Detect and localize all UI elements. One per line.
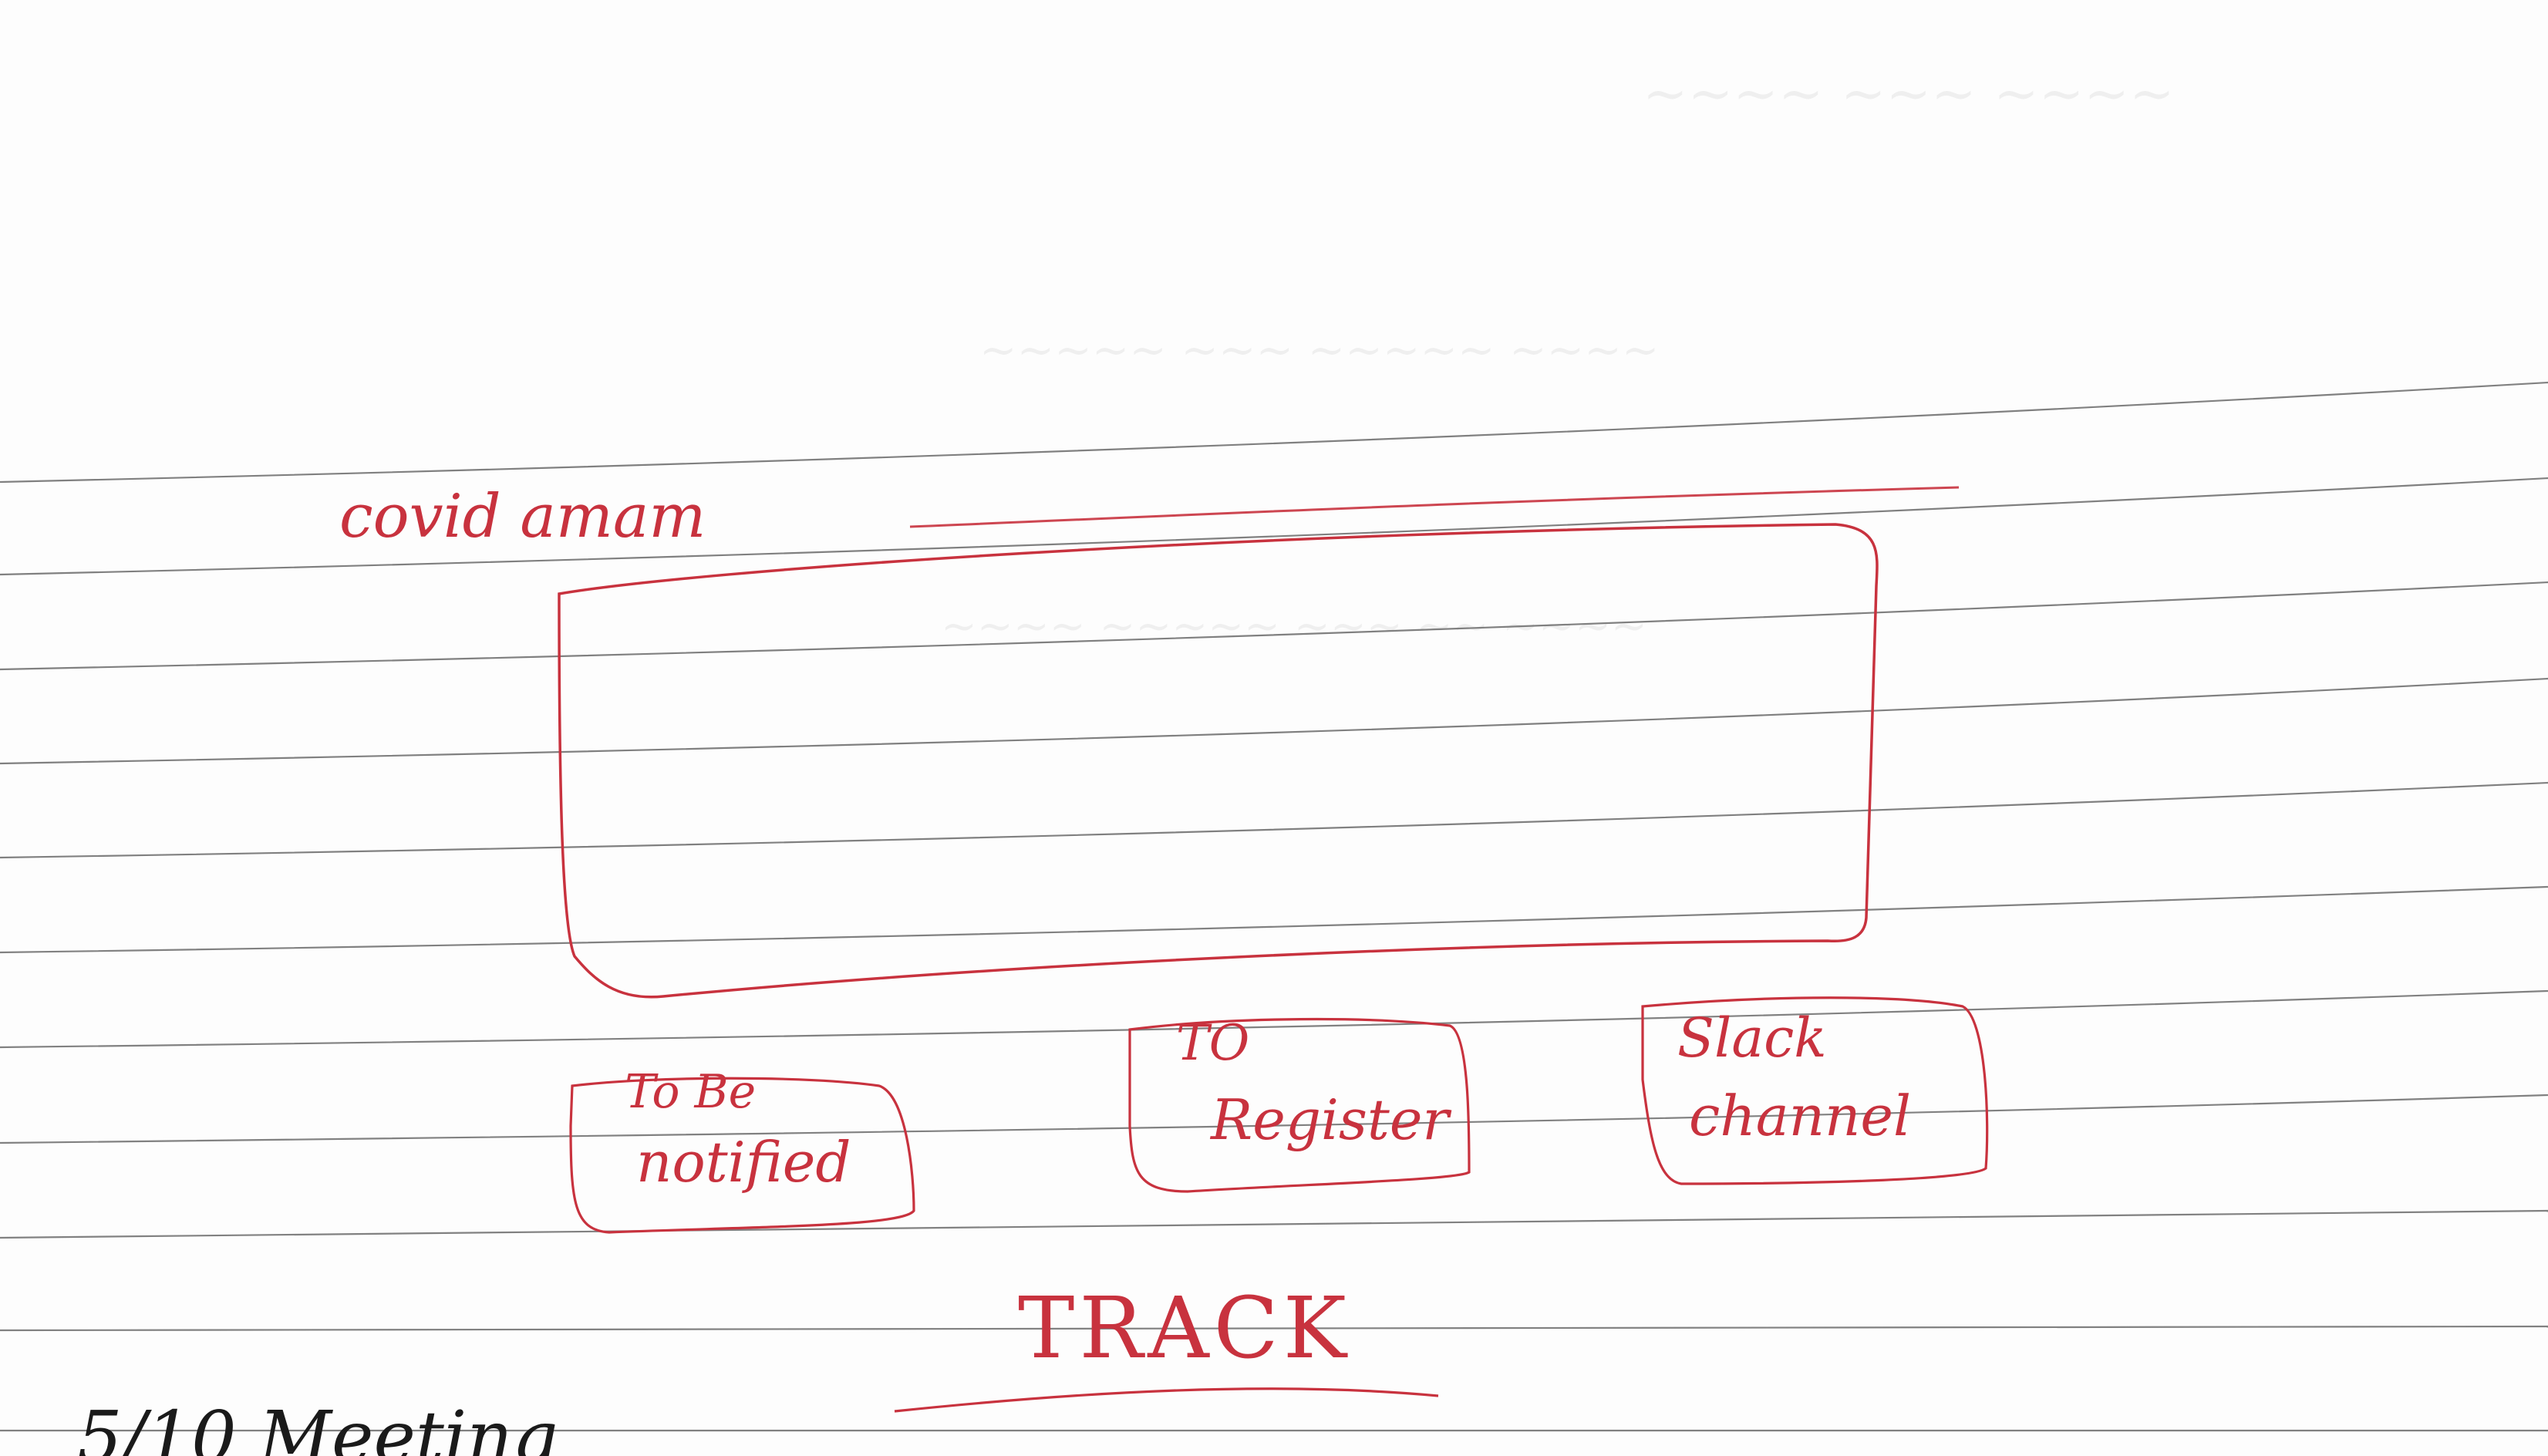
card-register-line2: Register bbox=[1211, 1087, 1449, 1152]
card-notified-line1: To Be bbox=[625, 1065, 757, 1119]
card-notified-line2: notified bbox=[636, 1130, 851, 1195]
card-outline-slack bbox=[1641, 996, 1989, 1185]
card-slack-line1: Slack bbox=[1677, 1006, 1827, 1070]
card-outline-notified bbox=[569, 1077, 915, 1234]
track-label: TRACK bbox=[1018, 1279, 1351, 1377]
card-slack-line2: channel bbox=[1689, 1084, 1911, 1148]
card-register-line1: TO bbox=[1176, 1015, 1250, 1072]
meeting-note: 5/10 Meeting bbox=[77, 1396, 558, 1456]
card-outline-register bbox=[1128, 1017, 1471, 1193]
main-box-outline bbox=[558, 523, 1879, 999]
heading-covid: covid amam bbox=[339, 482, 706, 551]
